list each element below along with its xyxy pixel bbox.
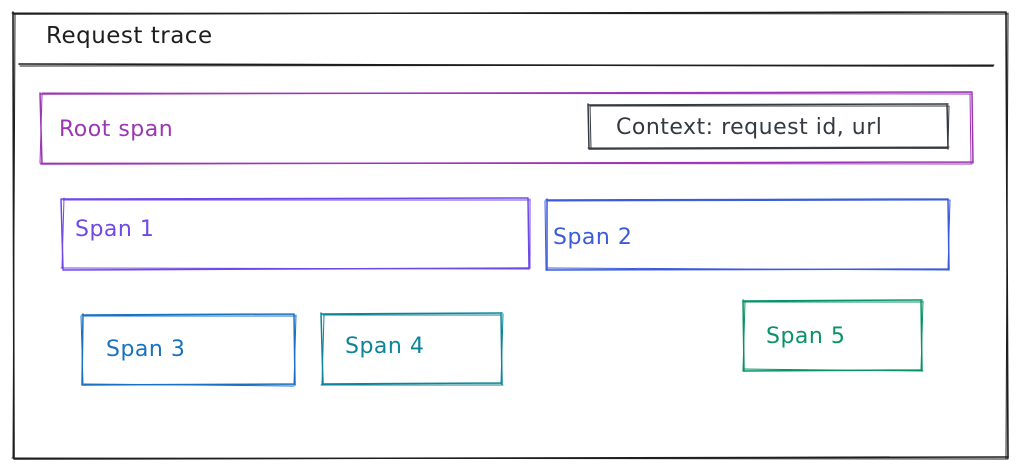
span-3-box [80,313,297,387]
span-4-box [320,312,504,386]
root-span-box [39,91,974,165]
span-3-label: Span 3 [106,337,186,362]
span-1-box [60,197,531,271]
span-5-box [742,299,924,372]
span-5-label: Span 5 [766,324,846,349]
context-box [587,103,950,150]
outer-frame [11,11,1009,460]
span-2-label: Span 2 [553,225,633,250]
header-divider [18,63,995,67]
span-1-label: Span 1 [75,217,155,242]
root-span-label: Root span [59,117,174,142]
diagram-title: Request trace [46,23,213,49]
root-span-context-label: Context: request id, url [616,115,883,140]
span-4-label: Span 4 [345,334,425,359]
span-2-box [544,198,951,271]
